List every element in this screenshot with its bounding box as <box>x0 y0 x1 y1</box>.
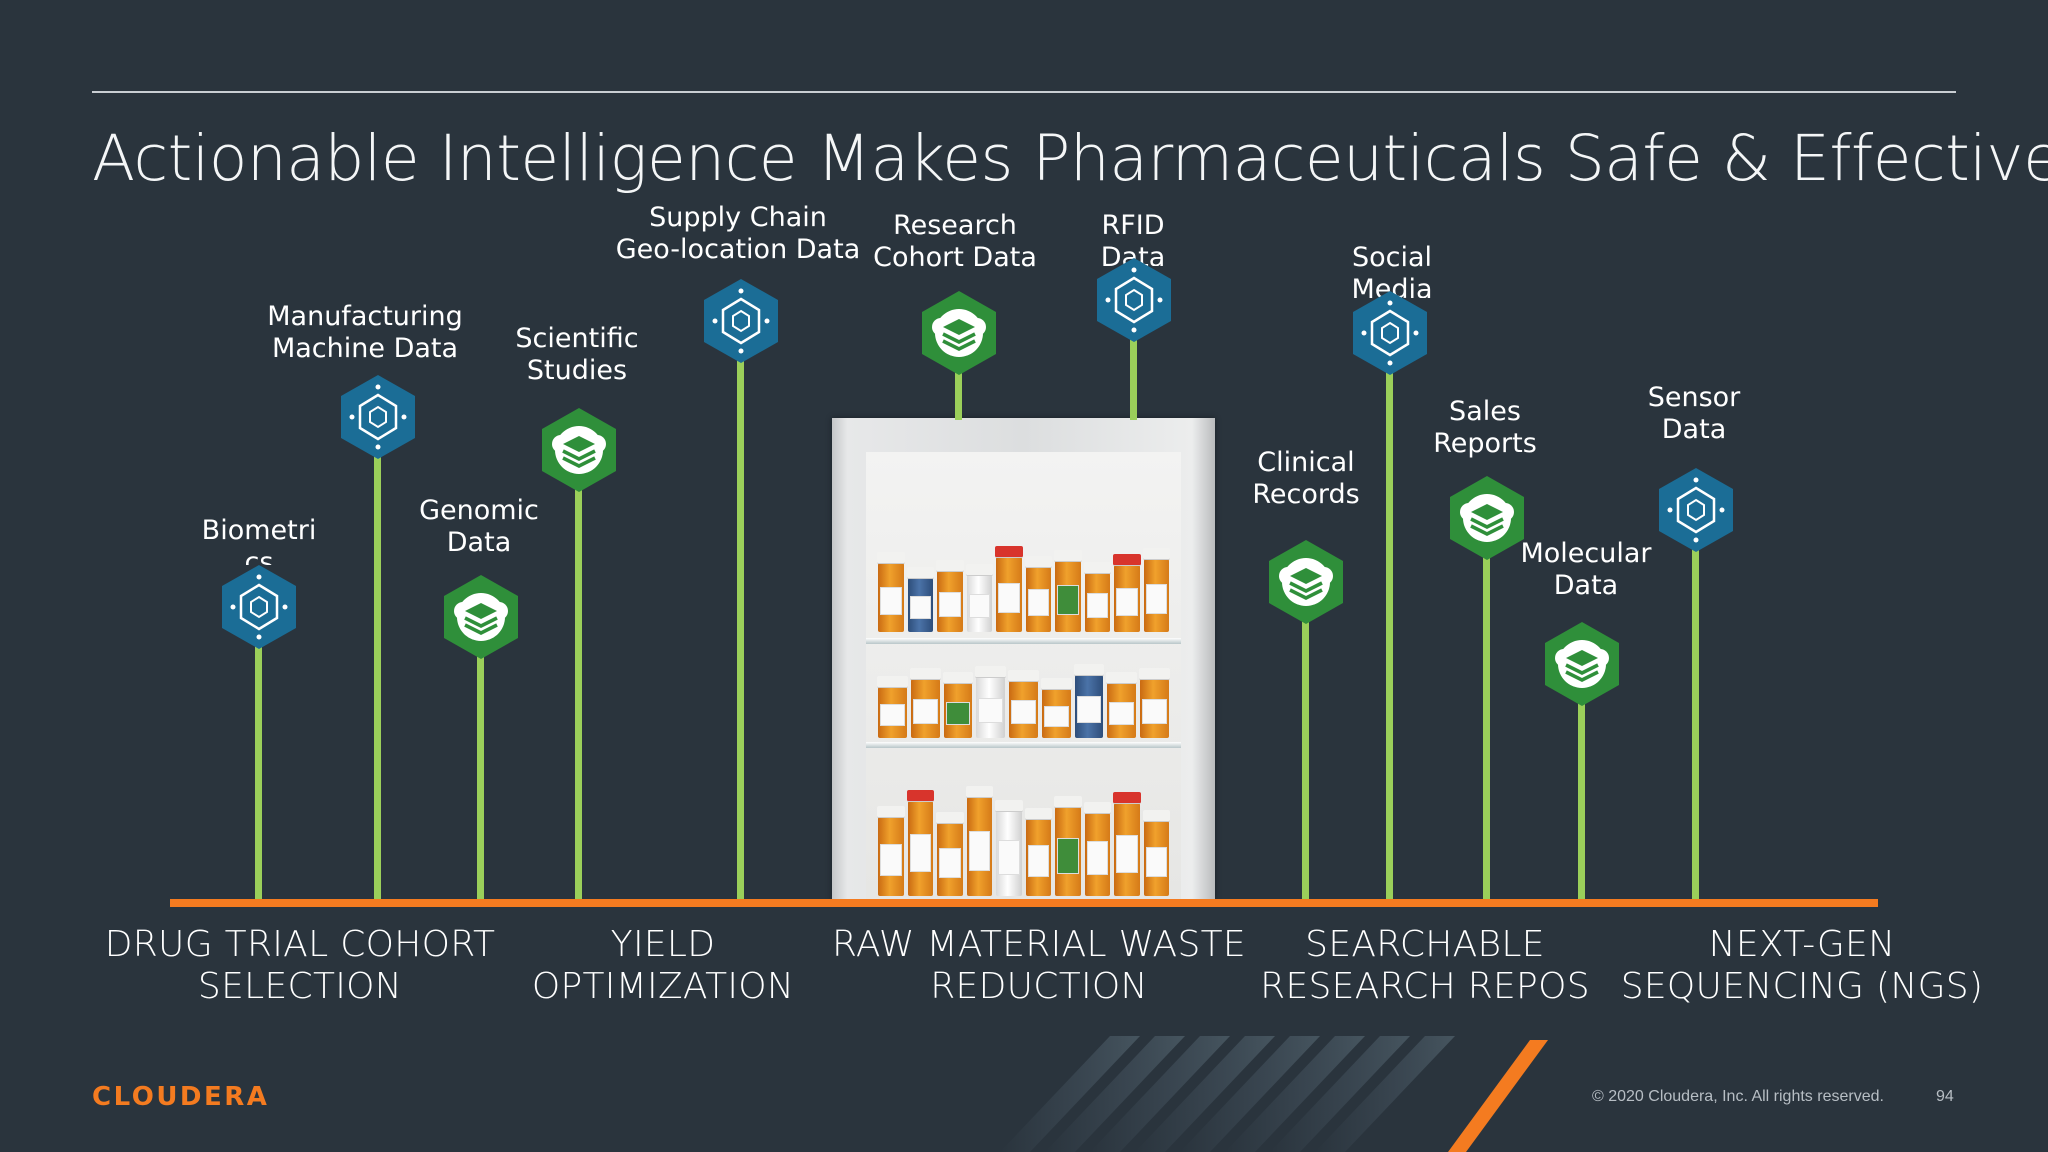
copyright-text: © 2020 Cloudera, Inc. All rights reserve… <box>1592 1088 1884 1105</box>
source-label-line: Research Cohort Data <box>873 210 1037 273</box>
use-case-text: YIELD OPTIMIZATION <box>531 924 795 1007</box>
source-stem <box>1483 548 1490 902</box>
source-stem <box>575 482 582 902</box>
source-label-line: Sensor Data <box>1647 382 1741 445</box>
shelf-row-middle <box>877 652 1170 738</box>
top-rule <box>92 91 1956 93</box>
hexagon-node-icon <box>704 279 778 363</box>
source-label-line: Manufacturing Machine Data <box>267 301 463 364</box>
hexagon-node-icon <box>1097 258 1171 342</box>
source-label-line: Sales Reports <box>1433 396 1537 459</box>
source-label-genomic: Genomic Data <box>419 495 539 559</box>
layers-cloud-icon <box>922 291 996 375</box>
source-stem <box>737 350 744 902</box>
hexagon-node-icon <box>1659 468 1733 552</box>
source-stem <box>1386 360 1393 902</box>
source-stem <box>1130 330 1137 420</box>
layers-cloud-icon <box>1450 476 1524 560</box>
shelf-row-bottom <box>877 756 1170 896</box>
source-label-biometrics: Biometri cs <box>202 515 317 565</box>
footer-stripe-decoration <box>1000 1036 1548 1152</box>
shelf-row-top <box>877 522 1170 632</box>
cabinet-interior <box>866 452 1181 900</box>
source-stem <box>477 650 484 902</box>
cloudera-logo: CLOUDERA <box>92 1082 270 1112</box>
use-case-ngs: NEXT-GEN SEQUENCING (NGS) <box>1621 924 1984 1008</box>
source-label-sales: Sales Reports <box>1433 396 1537 460</box>
hexagon-node-icon <box>222 565 296 649</box>
source-label-manufacturing: Manufacturing Machine Data <box>267 301 463 365</box>
use-case-yield: YIELD OPTIMIZATION <box>532 924 794 1008</box>
source-label-line: Supply Chain Geo-location Data <box>615 202 861 265</box>
source-label-line: Genomic Data <box>419 495 539 558</box>
use-case-text: SEARCHABLE RESEARCH REPOS <box>1260 924 1590 1007</box>
use-case-text: RAW MATERIAL WASTE REDUCTION <box>832 924 1246 1007</box>
use-case-raw-material: RAW MATERIAL WASTE REDUCTION <box>832 924 1246 1008</box>
layers-cloud-icon <box>1269 540 1343 624</box>
source-label-scientific: Scientific Studies <box>515 323 638 387</box>
source-label-line: Biometri cs <box>201 515 317 565</box>
page-number: 94 <box>1936 1088 1954 1105</box>
source-label-line: Molecular Data <box>1520 538 1652 601</box>
use-case-searchable: SEARCHABLE RESEARCH REPOS <box>1260 924 1590 1008</box>
source-stem <box>955 360 962 420</box>
source-label-sensor: Sensor Data <box>1648 382 1741 446</box>
source-stem <box>1692 540 1699 902</box>
source-stem <box>255 640 262 902</box>
source-label-line: Scientific Studies <box>515 323 639 386</box>
source-label-clinical: Clinical Records <box>1252 447 1359 511</box>
hexagon-node-icon <box>341 375 415 459</box>
source-stem <box>374 450 381 902</box>
source-label-line: Clinical Records <box>1252 447 1360 510</box>
hexagon-node-icon <box>1353 291 1427 375</box>
use-case-text: NEXT-GEN SEQUENCING (NGS) <box>1620 924 1984 1007</box>
layers-cloud-icon <box>444 575 518 659</box>
source-label-line: Social Media <box>1351 242 1433 298</box>
medicine-cabinet-image <box>832 418 1215 900</box>
timeline-axis <box>170 899 1878 907</box>
source-label-research-cohort: Research Cohort Data <box>873 210 1037 274</box>
slide-title: Actionable Intelligence Makes Pharmaceut… <box>92 122 2048 195</box>
source-stem <box>1302 600 1309 902</box>
use-case-text: DRUG TRIAL COHORT SELECTION <box>104 924 496 1007</box>
source-stem <box>1578 690 1585 902</box>
source-label-social-media: Social Media <box>1351 242 1432 298</box>
layers-cloud-icon <box>1545 622 1619 706</box>
use-case-drug-trial: DRUG TRIAL COHORT SELECTION <box>105 924 496 1008</box>
layers-cloud-icon <box>542 408 616 492</box>
source-label-supply-chain: Supply Chain Geo-location Data <box>616 202 860 266</box>
source-label-molecular: Molecular Data <box>1520 538 1651 602</box>
